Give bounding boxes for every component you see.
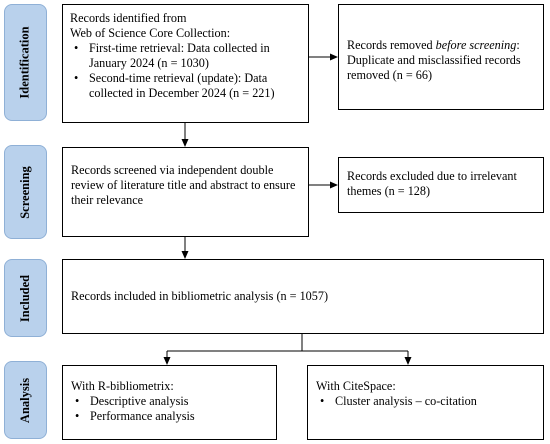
- citespace-box: With CiteSpace: Cluster analysis – co-ci…: [307, 365, 544, 440]
- records-removed-emphasis: before screening: [435, 38, 517, 52]
- bibliometrix-list: Descriptive analysis Performance analysi…: [71, 394, 270, 424]
- bibliometrix-title: With R-bibliometrix:: [71, 379, 174, 393]
- records-identified-bullet-first: First-time retrieval: Data collected in …: [70, 41, 303, 71]
- citespace-title: With CiteSpace:: [316, 379, 396, 393]
- stage-identification: Identification: [4, 4, 47, 121]
- stage-screening: Screening: [4, 145, 47, 239]
- records-screened-text: Records screened via independent double …: [71, 163, 296, 207]
- citespace-list: Cluster analysis – co-citation: [316, 394, 537, 409]
- records-identified-list: First-time retrieval: Data collected in …: [70, 41, 303, 101]
- records-removed-body: Duplicate and misclassified records remo…: [347, 53, 521, 82]
- records-identified-line1: Records identified from: [70, 11, 187, 25]
- records-removed-suffix: :: [516, 38, 520, 52]
- records-excluded-box: Records excluded due to irrelevant theme…: [338, 157, 544, 213]
- records-screened-box: Records screened via independent double …: [62, 147, 309, 237]
- records-included-box: Records included in bibliometric analysi…: [62, 259, 544, 334]
- records-removed-box: Records removed before screening: Duplic…: [338, 4, 544, 110]
- records-removed-prefix: Records removed: [347, 38, 436, 52]
- records-included-text: Records included in bibliometric analysi…: [71, 289, 329, 303]
- bibliometrix-bullet-descriptive: Descriptive analysis: [71, 394, 270, 409]
- records-identified-box: Records identified from Web of Science C…: [62, 4, 309, 123]
- stage-included: Included: [4, 259, 47, 337]
- records-excluded-text: Records excluded due to irrelevant theme…: [347, 169, 517, 198]
- records-identified-bullet-second: Second-time retrieval (update): Data col…: [70, 71, 303, 101]
- bibliometrix-bullet-performance: Performance analysis: [71, 409, 270, 424]
- bibliometrix-box: With R-bibliometrix: Descriptive analysi…: [62, 365, 277, 440]
- records-removed-heading: Records removed before screening:: [347, 38, 537, 53]
- connector-included-branch: [167, 334, 408, 352]
- records-identified-line2: Web of Science Core Collection:: [70, 26, 231, 40]
- stage-analysis: Analysis: [4, 361, 47, 439]
- citespace-bullet-cluster: Cluster analysis – co-citation: [316, 394, 537, 409]
